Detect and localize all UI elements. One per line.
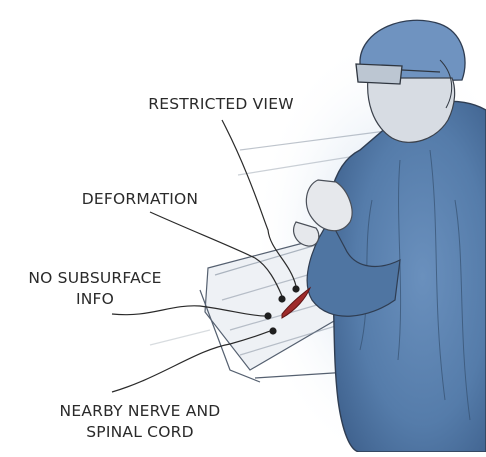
- label-deformation-text: DEFORMATION: [82, 190, 198, 208]
- label-nearby-nerve: NEARBY NERVE AND SPINAL CORD: [20, 401, 260, 443]
- label-no-subsurface-info: NO SUBSURFACE INFO: [6, 268, 184, 310]
- label-deformation: DEFORMATION: [60, 189, 220, 210]
- dot-nearby-nerve: [269, 327, 276, 334]
- dot-restricted-view: [292, 285, 299, 292]
- dot-deformation: [278, 295, 285, 302]
- dot-no-subsurface: [264, 312, 271, 319]
- label-nearby-nerve-line2: SPINAL CORD: [20, 422, 260, 443]
- label-no-subsurface-line1: NO SUBSURFACE: [6, 268, 184, 289]
- label-restricted-view-text: RESTRICTED VIEW: [148, 95, 293, 113]
- label-restricted-view: RESTRICTED VIEW: [132, 94, 310, 115]
- label-no-subsurface-line2: INFO: [6, 289, 184, 310]
- label-nearby-nerve-line1: NEARBY NERVE AND: [20, 401, 260, 422]
- goggles: [356, 64, 402, 84]
